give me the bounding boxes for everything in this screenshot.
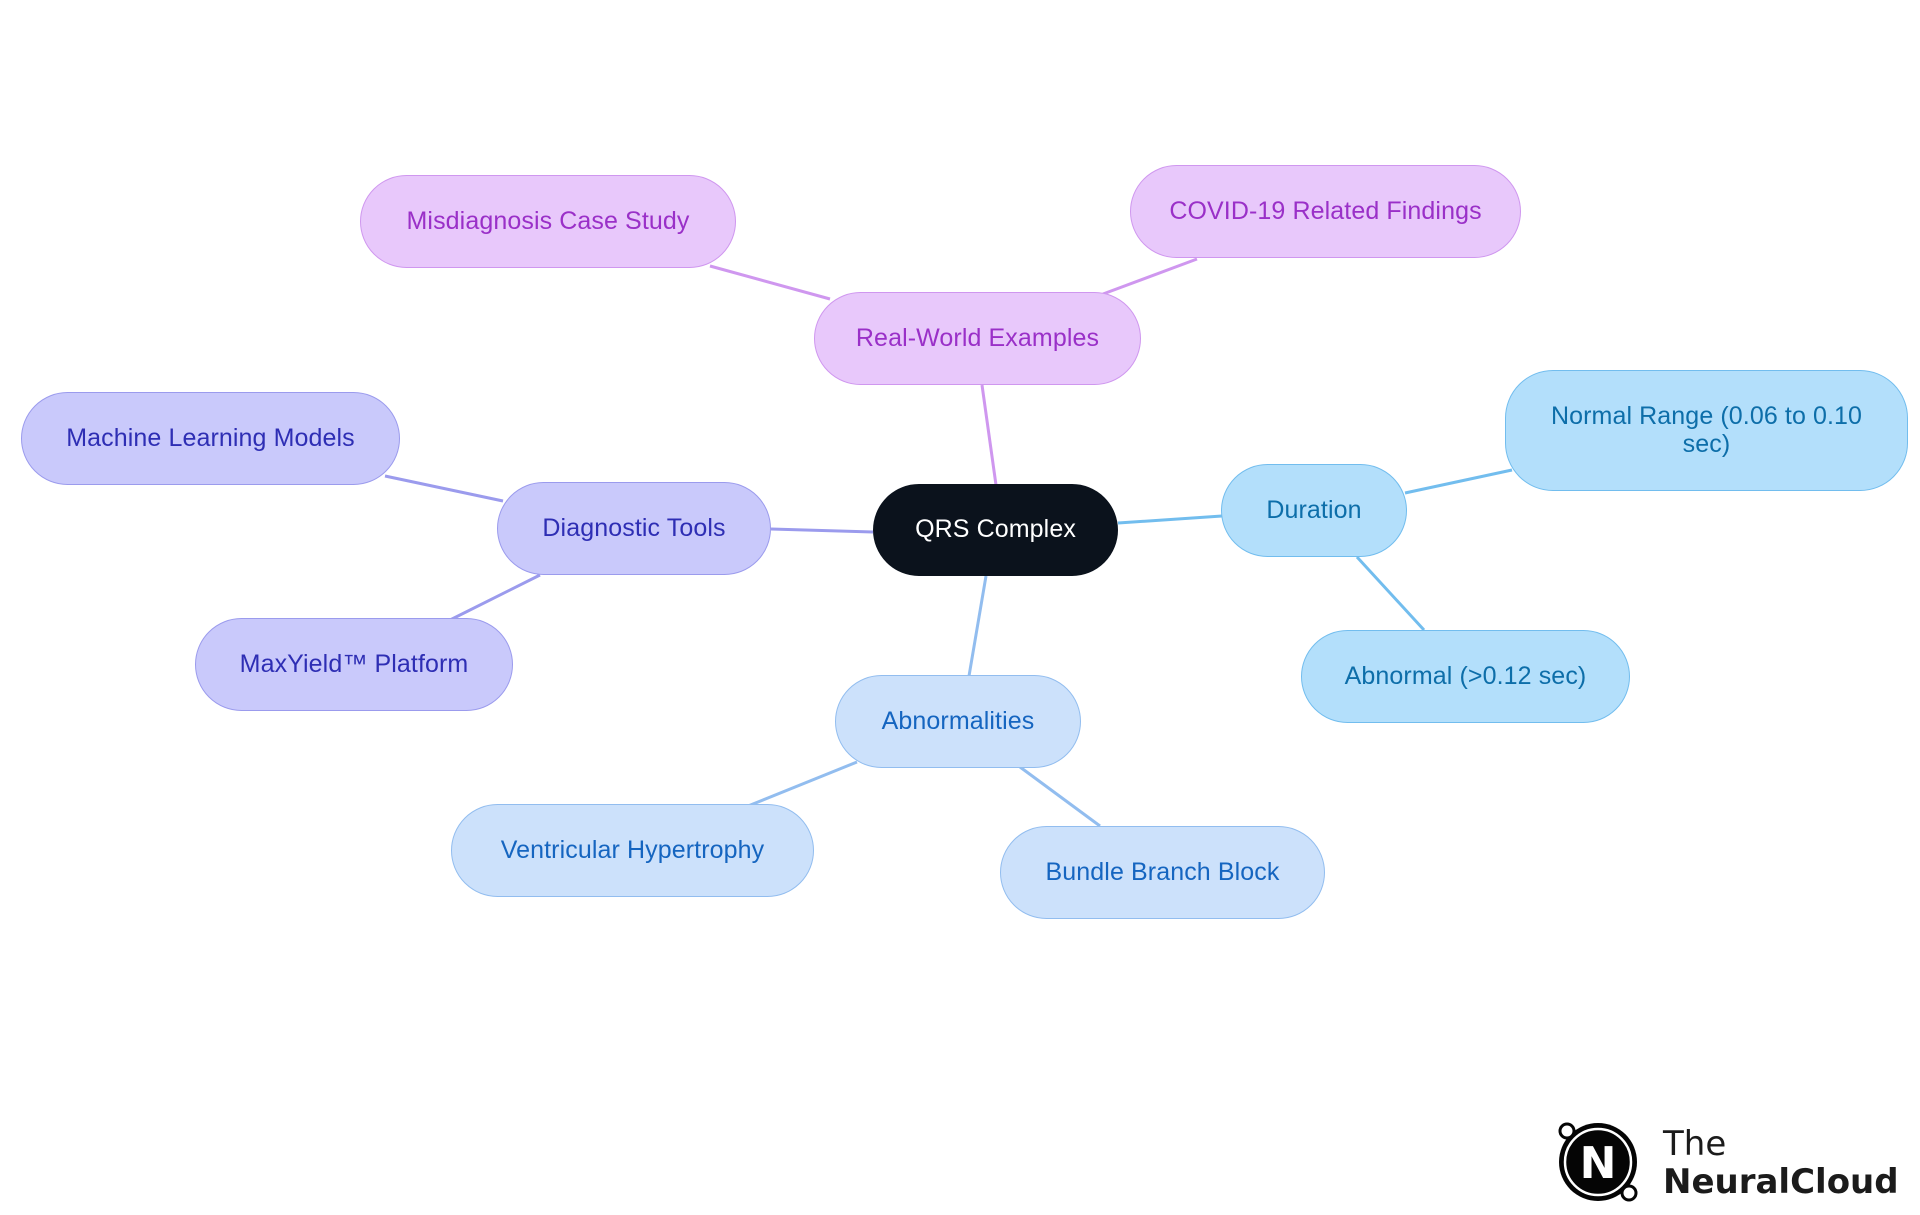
leaf-node-misdiagnosis-case-study: Misdiagnosis Case Study [360,175,736,268]
leaf-node-covid-19-related-findings: COVID-19 Related Findings [1130,165,1521,258]
logo-mark-letter: N [1580,1138,1617,1189]
connector-root-abnormalities [967,575,988,677]
root-node: QRS Complex [873,484,1118,576]
logo-wordmark-line2: NeuralCloud [1663,1162,1899,1202]
neuralcloud-logo: N The NeuralCloud [1555,1117,1899,1207]
connector-abnormalities-bbb [1019,765,1101,828]
connector-root-real-world [980,384,998,486]
connector-diagnostic-ml [384,474,504,503]
leaf-node-normal-range: Normal Range (0.06 to 0.10 sec) [1505,370,1908,491]
branch-node-real-world-examples: Real-World Examples [814,292,1141,385]
branch-node-duration: Duration [1221,464,1407,557]
neuralcloud-logo-mark-icon: N [1558,1122,1638,1202]
leaf-node-bundle-branch-block: Bundle Branch Block [1000,826,1325,919]
connector-diagnostic-maxyield [449,573,541,622]
connector-duration-abnormal [1355,555,1426,632]
branch-node-diagnostic-tools: Diagnostic Tools [497,482,771,575]
leaf-node-maxyield-platform: MaxYield™ Platform [195,618,513,711]
logo-wordmark: The NeuralCloud [1663,1125,1899,1201]
connector-root-duration [1117,514,1223,525]
connector-root-diagnostic [770,527,874,534]
connector-abnormalities-hypertrophy [747,760,858,808]
leaf-node-machine-learning-models: Machine Learning Models [21,392,400,485]
connector-real-world-misdiagnosis [709,264,831,301]
leaf-node-ventricular-hypertrophy: Ventricular Hypertrophy [451,804,814,897]
leaf-node-abnormal-duration: Abnormal (>0.12 sec) [1301,630,1630,723]
logo-wordmark-line1: The [1663,1124,1727,1164]
connector-real-world-covid [1102,257,1198,296]
branch-node-abnormalities: Abnormalities [835,675,1081,768]
connector-duration-normal [1404,468,1513,495]
